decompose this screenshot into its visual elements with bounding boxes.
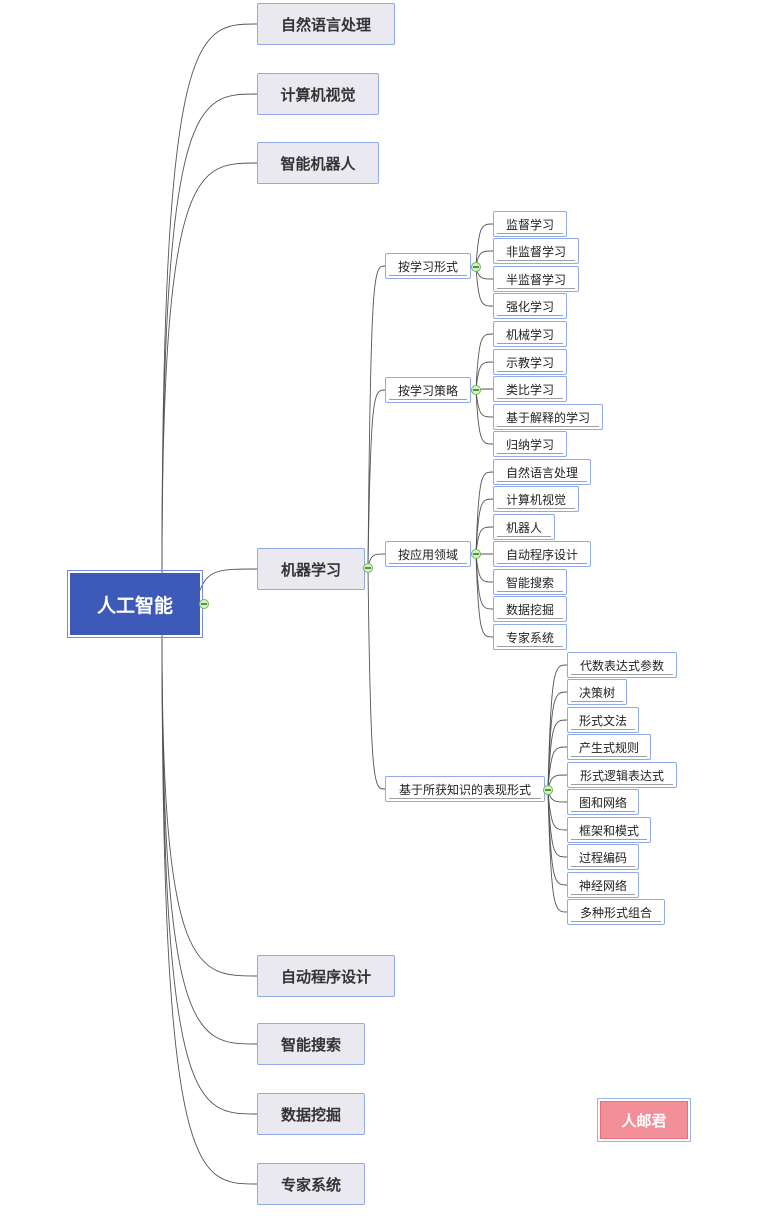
main-topic-autoprog[interactable]: 自动程序设计 [257, 955, 395, 997]
leaf-link [547, 789, 568, 858]
leaf-rote[interactable]: 机械学习 [493, 321, 567, 347]
leaf-rep-combined[interactable]: 多种形式组合 [567, 899, 665, 925]
main-topic-datamining[interactable]: 数据挖掘 [257, 1093, 365, 1135]
leaf-domain-datamining[interactable]: 数据挖掘 [493, 596, 567, 622]
leaf-analogy[interactable]: 类比学习 [493, 376, 567, 402]
main-topic-nlp[interactable]: 自然语言处理 [257, 3, 395, 45]
collapse-toggle-icon[interactable] [363, 563, 373, 573]
leaf-rep-graph[interactable]: 图和网络 [567, 789, 639, 815]
leaf-link [547, 789, 568, 886]
leaf-domain-autoprog[interactable]: 自动程序设计 [493, 541, 591, 567]
main-topic-robot[interactable]: 智能机器人 [257, 142, 379, 184]
branch-link [367, 265, 386, 569]
leaf-domain-cv[interactable]: 计算机视觉 [493, 486, 579, 512]
root-link [161, 634, 258, 1185]
collapse-toggle-icon[interactable] [543, 785, 553, 795]
leaf-link [547, 789, 568, 831]
leaf-reinforcement[interactable]: 强化学习 [493, 293, 567, 319]
subtopic-by-representation[interactable]: 基于所获知识的表现形式 [385, 776, 545, 802]
subtopic-by-strategy[interactable]: 按学习策略 [385, 377, 471, 403]
leaf-induction[interactable]: 归纳学习 [493, 431, 567, 457]
leaf-rep-decision-tree[interactable]: 决策树 [567, 679, 627, 705]
leaf-link [475, 498, 494, 555]
collapse-toggle-icon[interactable] [471, 385, 481, 395]
main-topic-machine-learning[interactable]: 机器学习 [257, 548, 365, 590]
branch-link [367, 389, 386, 569]
leaf-rep-frame[interactable]: 框架和模式 [567, 817, 651, 843]
leaf-rep-neural[interactable]: 神经网络 [567, 872, 639, 898]
leaf-domain-robot[interactable]: 机器人 [493, 514, 555, 540]
main-topic-expert[interactable]: 专家系统 [257, 1163, 365, 1205]
leaf-semi-supervised[interactable]: 半监督学习 [493, 266, 579, 292]
leaf-domain-search[interactable]: 智能搜索 [493, 569, 567, 595]
leaf-domain-nlp[interactable]: 自然语言处理 [493, 459, 591, 485]
leaf-link [547, 746, 568, 791]
leaf-link [547, 789, 568, 913]
root-link [161, 162, 258, 574]
root-link [199, 568, 258, 591]
branch-link [367, 567, 386, 790]
leaf-link [475, 471, 494, 555]
leaf-rep-logic[interactable]: 形式逻辑表达式 [567, 762, 677, 788]
subtopic-by-form[interactable]: 按学习形式 [385, 253, 471, 279]
leaf-link [547, 719, 568, 791]
leaf-link [475, 333, 494, 391]
leaf-rep-grammar[interactable]: 形式文法 [567, 707, 639, 733]
leaf-supervised[interactable]: 监督学习 [493, 211, 567, 237]
root-link [161, 634, 258, 1045]
leaf-link [475, 266, 494, 307]
collapse-toggle-icon[interactable] [471, 549, 481, 559]
leaf-instruction[interactable]: 示教学习 [493, 349, 567, 375]
main-topic-search[interactable]: 智能搜索 [257, 1023, 365, 1065]
collapse-toggle-icon[interactable] [199, 599, 209, 609]
leaf-link [475, 553, 494, 638]
main-topic-cv[interactable]: 计算机视觉 [257, 73, 379, 115]
leaf-rep-production[interactable]: 产生式规则 [567, 734, 651, 760]
leaf-link [547, 664, 568, 791]
leaf-link [547, 691, 568, 791]
root-link [161, 634, 258, 977]
leaf-link [475, 553, 494, 610]
leaf-unsupervised[interactable]: 非监督学习 [493, 238, 579, 264]
leaf-link [475, 389, 494, 445]
leaf-link [475, 223, 494, 268]
author-badge: 人邮君 [597, 1098, 691, 1142]
leaf-rep-procedure[interactable]: 过程编码 [567, 844, 639, 870]
root-link [161, 23, 258, 574]
collapse-toggle-icon[interactable] [471, 262, 481, 272]
leaf-domain-expert[interactable]: 专家系统 [493, 624, 567, 650]
subtopic-by-domain[interactable]: 按应用领域 [385, 541, 471, 567]
root-link [161, 634, 258, 1115]
leaf-rep-algebraic[interactable]: 代数表达式参数 [567, 652, 677, 678]
leaf-explanation[interactable]: 基于解释的学习 [493, 404, 603, 430]
root-topic[interactable]: 人工智能 [67, 570, 203, 638]
root-link [161, 93, 258, 574]
